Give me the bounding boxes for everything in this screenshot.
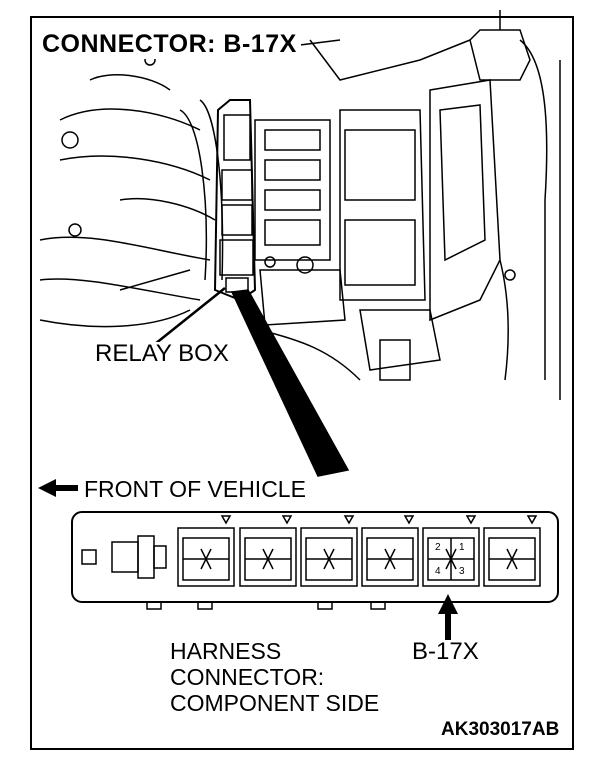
front-of-vehicle-label: FRONT OF VEHICLE xyxy=(84,476,306,502)
relay-socket xyxy=(177,515,235,587)
connector-id-label: B-17X xyxy=(412,638,479,665)
b17x-arrow-icon xyxy=(438,594,458,640)
relay-socket xyxy=(361,515,419,587)
connector-title: CONNECTOR: B-17X xyxy=(38,30,301,59)
relay-socket xyxy=(239,515,297,587)
connector-panel xyxy=(71,511,559,610)
callout-wedge xyxy=(230,289,350,477)
front-arrow-icon xyxy=(38,479,78,497)
harness-label-line: CONNECTOR: xyxy=(170,664,325,690)
relay-socket-b17x xyxy=(422,515,480,587)
relay-socket xyxy=(300,515,358,587)
pin-number: 1 xyxy=(459,542,465,553)
pin-number: 4 xyxy=(435,566,441,577)
harness-label-line: COMPONENT SIDE xyxy=(170,690,380,716)
figure-id: AK303017AB xyxy=(441,719,560,740)
pin-number: 3 xyxy=(459,566,465,577)
harness-label-line: HARNESS xyxy=(170,638,282,664)
relay-socket xyxy=(483,515,541,587)
pin-number: 2 xyxy=(435,542,441,553)
relay-box-label: RELAY BOX xyxy=(93,340,231,367)
diagram-frame xyxy=(30,16,574,750)
relay-sockets xyxy=(177,515,541,587)
relay-box-leader xyxy=(149,287,226,349)
